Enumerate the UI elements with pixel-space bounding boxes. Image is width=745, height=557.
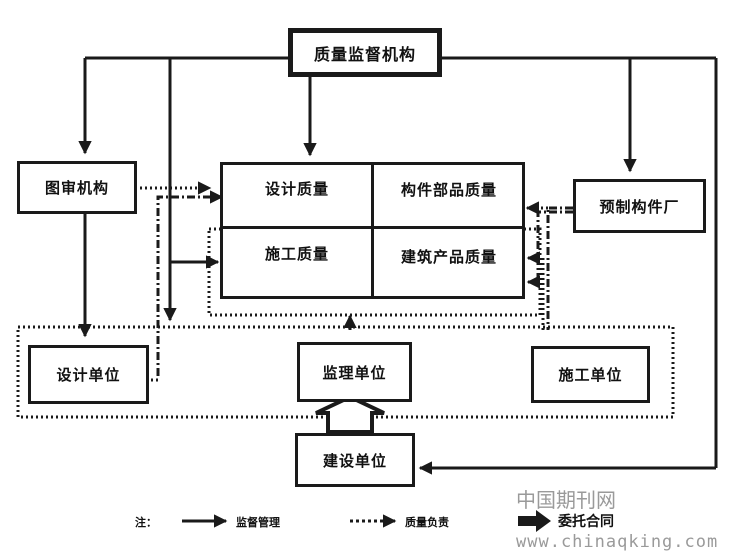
construction-quality-cell: 施工质量	[223, 230, 371, 276]
supervisor-unit-label: 监理单位	[322, 363, 387, 382]
component-quality-cell: 构件部品质量	[374, 165, 524, 213]
quality-matrix-vdivider	[371, 163, 374, 298]
supervision-agency-box: 质量监督机构	[288, 28, 442, 77]
quality-matrix-hdivider	[221, 226, 524, 229]
supervision-agency-label: 质量监督机构	[313, 44, 416, 64]
supervisor-unit-box: 监理单位	[297, 342, 412, 402]
design-unit-label: 设计单位	[56, 366, 121, 384]
contract-arrow-icon	[315, 394, 385, 434]
prefab-factory-label: 预制构件厂	[599, 197, 680, 216]
legend-symbols	[182, 510, 551, 532]
owner-unit-box: 建设单位	[295, 433, 415, 487]
watermark-url: www.chinaqking.com	[516, 532, 719, 552]
product-quality-cell: 建筑产品质量	[374, 232, 524, 280]
legend-note: 注：	[135, 516, 157, 529]
prefab-factory-box: 预制构件厂	[573, 179, 706, 233]
component-quality-label: 构件部品质量	[400, 180, 497, 199]
units-group-frame	[16, 325, 675, 419]
legend-contract-arrow-icon	[518, 510, 551, 532]
construction-unit-label: 施工单位	[558, 366, 623, 384]
product-quality-label: 建筑产品质量	[400, 247, 497, 266]
design-unit-box: 设计单位	[28, 345, 149, 404]
legend-solid-label: 监督管理	[236, 516, 280, 529]
quality-lines	[135, 181, 573, 382]
construction-unit-box: 施工单位	[531, 346, 650, 403]
design-quality-cell: 设计质量	[223, 165, 371, 211]
review-agency-box: 图审机构	[17, 161, 137, 214]
legend-contract-label: 委托合同	[558, 514, 614, 530]
supervision-lines	[78, 56, 718, 475]
construction-quality-label: 施工质量	[264, 244, 329, 263]
legend-dotted-label: 质量负责	[405, 516, 449, 529]
watermark-title: 中国期刊网	[516, 488, 616, 512]
design-quality-label: 设计质量	[264, 179, 329, 198]
owner-unit-label: 建设单位	[322, 451, 387, 470]
review-agency-label: 图审机构	[44, 179, 109, 197]
